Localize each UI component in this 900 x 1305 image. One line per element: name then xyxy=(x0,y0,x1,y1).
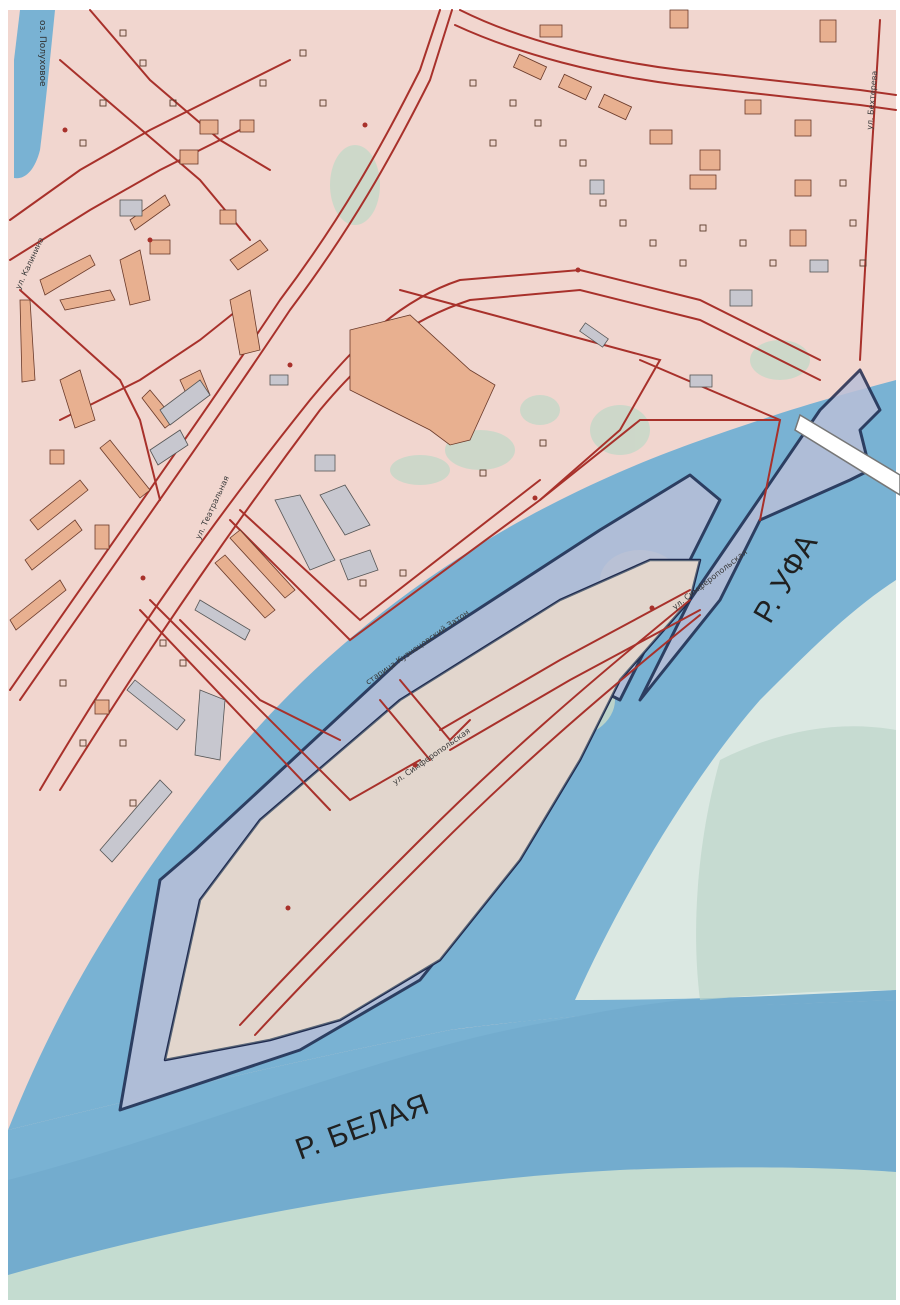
label-lake-polukhovoe: оз. Полуховое xyxy=(37,20,47,87)
buildings-gray xyxy=(99,179,829,863)
small-houses xyxy=(59,29,867,807)
sandbank-bottom xyxy=(8,1167,896,1300)
sandbank-right-green xyxy=(696,726,896,1000)
junction-markers xyxy=(62,122,655,911)
road-network xyxy=(9,9,897,1036)
bridge xyxy=(794,413,900,496)
lake-polukhovoe xyxy=(14,10,55,179)
island-greenery xyxy=(165,560,700,1060)
